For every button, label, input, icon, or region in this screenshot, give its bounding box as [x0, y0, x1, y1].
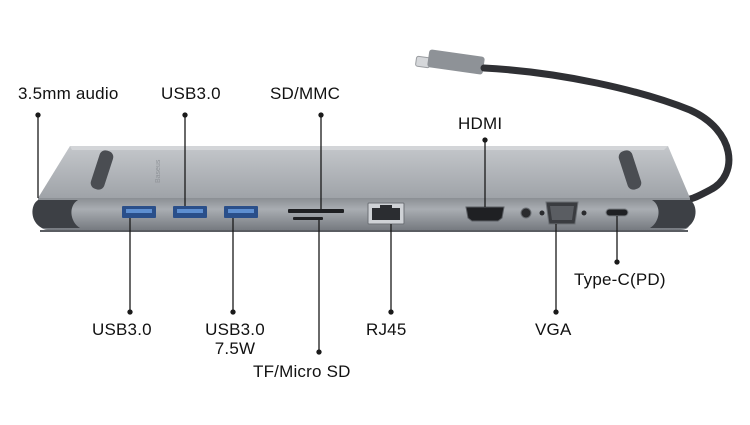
usb-c-cable: [415, 49, 733, 204]
label-hdmi: HDMI: [458, 114, 503, 133]
usb-port-1: [122, 206, 156, 218]
label-usb-bottom-left: USB3.0: [92, 320, 152, 339]
label-sd-mmc: SD/MMC: [270, 84, 341, 103]
callout-dot-usb-bottom-left: [127, 309, 133, 315]
label-usb-top: USB3.0: [161, 84, 221, 103]
callout-dot-tf: [316, 349, 322, 355]
sd-card-slot: [288, 209, 344, 220]
callout-dot-audio: [35, 112, 41, 118]
rubber-foot-right: [618, 150, 642, 190]
label-type-c: Type-C(PD): [574, 270, 666, 289]
audio-jack: [520, 207, 532, 219]
label-vga: VGA: [535, 320, 572, 339]
label-usb-bottom-mid-name: USB3.0: [205, 320, 265, 339]
callout-dot-sd: [318, 112, 324, 118]
label-tf-micro-sd: TF/Micro SD: [253, 362, 351, 381]
callout-dot-usb-top: [182, 112, 188, 118]
label-usb-bottom-mid: USB3.0 7.5W: [200, 320, 270, 358]
callout-dot-typec: [614, 259, 620, 265]
label-usb-bottom-mid-power: 7.5W: [214, 339, 256, 358]
label-audio: 3.5mm audio: [18, 84, 119, 103]
ports: [122, 201, 629, 225]
callout-dot-rj45: [388, 309, 394, 315]
type-c-port: [605, 208, 629, 217]
callout-dot-usb-bottom-mid: [230, 309, 236, 315]
vga-port: [539, 201, 587, 225]
rubber-foot-left: [90, 150, 114, 190]
usb-port-3: [224, 206, 258, 218]
hdmi-port: [465, 206, 505, 222]
rj45-port: [367, 202, 405, 225]
callout-dot-vga: [553, 309, 559, 315]
brand-logo: Baseus: [155, 159, 162, 183]
callout-lines: [35, 112, 620, 355]
label-rj45: RJ45: [366, 320, 407, 339]
usb-port-2: [173, 206, 207, 218]
hub-body: Baseus: [32, 146, 696, 232]
callout-dot-hdmi: [482, 137, 488, 143]
